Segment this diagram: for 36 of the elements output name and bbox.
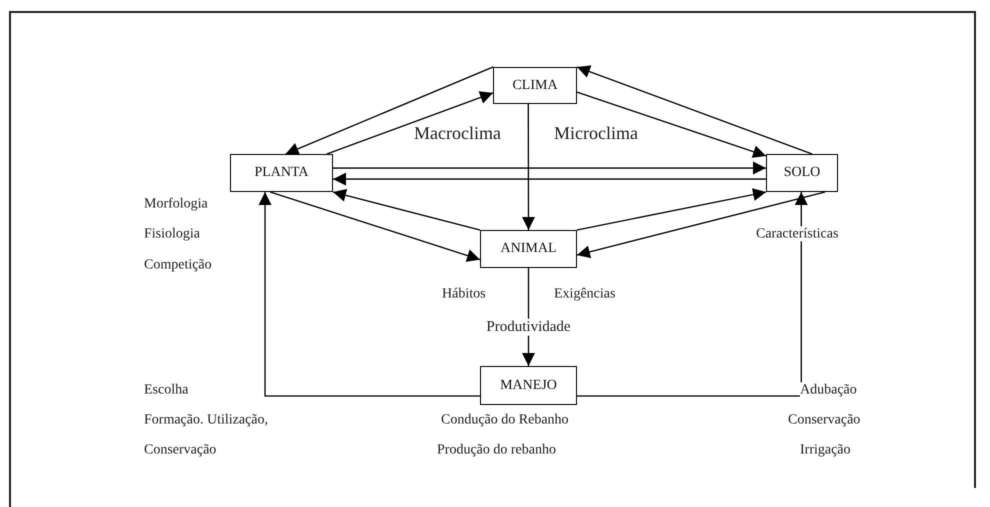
arrow bbox=[576, 191, 826, 258]
node-label: ANIMAL bbox=[500, 241, 556, 257]
annotation-text: Competição bbox=[144, 257, 212, 273]
annotation-text: Irrigação bbox=[800, 442, 851, 458]
arrow bbox=[332, 188, 480, 231]
annotation-text: Formação. Utilização, bbox=[144, 412, 268, 428]
arrow bbox=[258, 192, 480, 397]
arrow bbox=[333, 172, 766, 186]
arrow bbox=[576, 188, 766, 231]
annotation-text: Adubação bbox=[800, 382, 857, 398]
annotation-text: Fisiologia bbox=[144, 226, 200, 242]
edge-label: Produtividade bbox=[486, 318, 571, 336]
node-label: PLANTA bbox=[254, 165, 309, 181]
arrow bbox=[285, 66, 494, 155]
annotation-text: Exigências bbox=[554, 286, 616, 302]
node-label: CLIMA bbox=[512, 78, 558, 94]
node-label: MANEJO bbox=[500, 378, 557, 394]
arrow bbox=[577, 192, 808, 397]
annotation-text: Características bbox=[756, 226, 838, 242]
arrow bbox=[333, 162, 766, 175]
annotation-text: Produção do rebanho bbox=[437, 442, 556, 458]
arrow bbox=[522, 104, 535, 230]
concept-box bbox=[480, 230, 577, 268]
annotation-text: Conservação bbox=[788, 412, 860, 428]
concept-box bbox=[766, 154, 838, 192]
node-label: SOLO bbox=[784, 165, 820, 181]
annotation-text: Conservação bbox=[144, 442, 216, 458]
arrow bbox=[576, 65, 812, 155]
annotation-text: Morfologia bbox=[144, 196, 208, 212]
concept-box bbox=[230, 154, 333, 192]
concept-box bbox=[493, 67, 577, 104]
concept-box bbox=[480, 366, 577, 405]
arrow bbox=[270, 191, 480, 262]
annotation-text: Condução do Rebanho bbox=[441, 412, 569, 428]
arrow bbox=[576, 92, 766, 158]
arrow bbox=[326, 91, 494, 155]
